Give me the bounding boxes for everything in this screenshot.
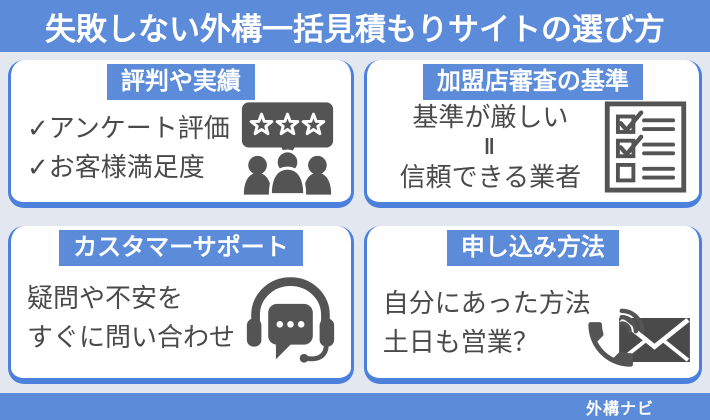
card-apply-lines: 自分にあった方法 土日も営業？ [383, 284, 687, 362]
card-apply-body: 自分にあった方法 土日も営業？ [367, 266, 699, 378]
body-line: 土日も営業？ [382, 327, 539, 357]
card-screening-badge: 加盟店審査の基準 [422, 64, 643, 100]
card-apply: 申し込み方法 自分にあった方法 土日も営業？ [363, 226, 702, 384]
body-line: 基準が厳しい [412, 101, 569, 132]
equals-mark: ‖ [483, 134, 497, 160]
card-screening-body: 基準が厳しい ‖ 信頼できる業者 [367, 100, 699, 202]
card-support: カスタマーサポート 疑問や不安を すぐに問い合わせ [8, 226, 354, 384]
review-stars-people-icon [236, 100, 339, 196]
card-reputation-lines: ✓アンケート評価 ✓お客様満足度 [27, 109, 230, 187]
card-support-body: 疑問や不安を すぐに問い合わせ [11, 266, 351, 378]
body-line: 信頼できる業者 [399, 161, 582, 192]
card-reputation-body: ✓アンケート評価 ✓お客様満足度 [11, 100, 351, 204]
check-item: ✓お客様満足度 [27, 152, 205, 182]
body-line: 疑問や不安を [27, 283, 184, 313]
card-support-badge: カスタマーサポート [59, 230, 303, 266]
check-item: ✓アンケート評価 [27, 113, 230, 143]
card-screening-lines: 基準が厳しい ‖ 信頼できる業者 [383, 101, 598, 194]
card-reputation-badge: 評判や実績 [106, 64, 255, 100]
card-support-lines: 疑問や不安を すぐに問い合わせ [27, 279, 236, 357]
card-reputation: 評判や実績 ✓アンケート評価 ✓お客様満足度 [8, 60, 354, 208]
card-apply-badge: 申し込み方法 [446, 230, 619, 266]
footer-bar: 外構ナビ [0, 393, 710, 420]
headset-chat-icon [242, 268, 339, 368]
page-title: 失敗しない外構一括見積もりサイトの選び方 [45, 11, 665, 47]
brand-name: 外構ナビ [585, 400, 654, 418]
phone-icon [579, 304, 647, 376]
cards-grid: 評判や実績 ✓アンケート評価 ✓お客様満足度 [0, 52, 710, 393]
title-bar: 失敗しない外構一括見積もりサイトの選び方 [0, 0, 710, 52]
checklist-icon [604, 101, 687, 193]
body-line: 自分にあった方法 [382, 288, 591, 318]
body-line: すぐに問い合わせ [27, 322, 236, 352]
card-screening: 加盟店審査の基準 基準が厳しい ‖ 信頼できる業者 [363, 60, 702, 208]
